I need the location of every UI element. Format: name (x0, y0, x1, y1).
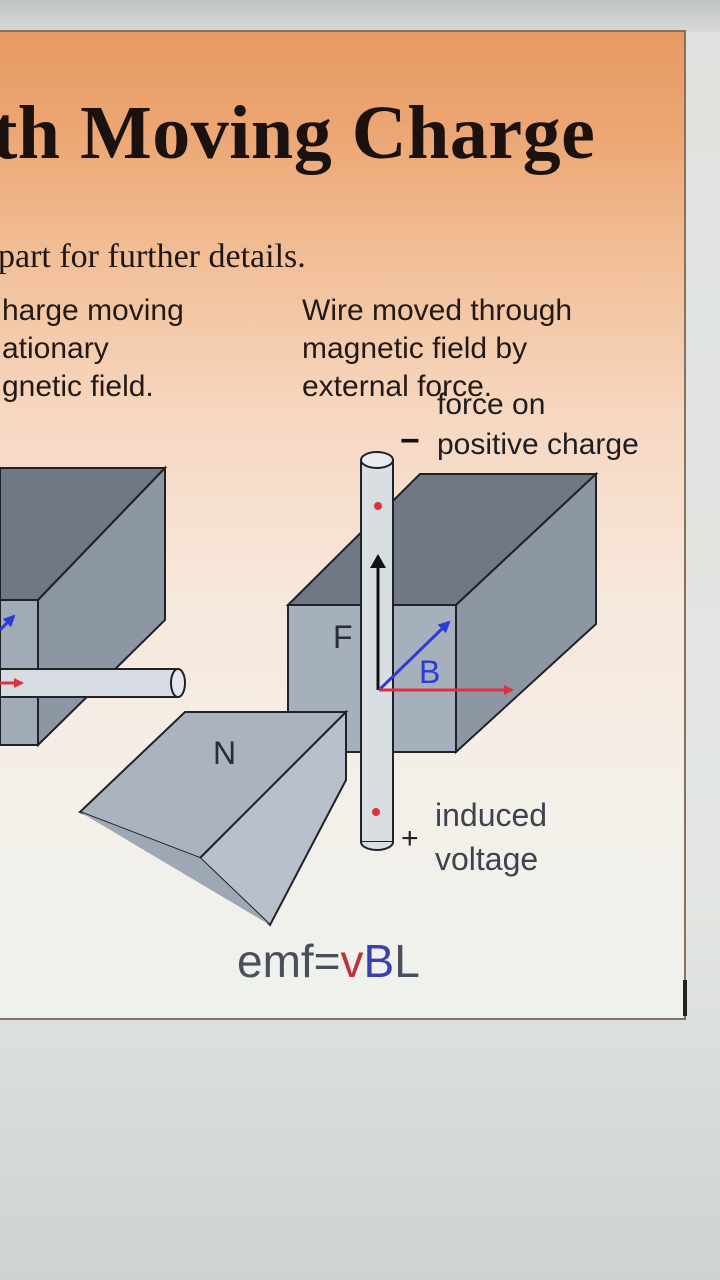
screen-top-edge (0, 0, 720, 32)
plus-sign: + (401, 822, 419, 855)
screen-edge-mark (683, 980, 687, 1016)
label-F: F (333, 619, 353, 655)
emf-L: L (394, 935, 420, 987)
left-wire (0, 668, 186, 698)
slide-subtitle: part for further details. (0, 238, 306, 275)
left-caption-line-3: gnetic field. (2, 370, 154, 403)
left-caption-line-2: ationary (2, 332, 109, 365)
emf-B: B (364, 935, 395, 987)
right-caption-line-3: external force. (302, 370, 493, 403)
induced-label-line-2: voltage (435, 841, 538, 877)
charge-dot-top (374, 502, 382, 510)
force-label-line-2: positive charge (437, 428, 639, 461)
right-caption-line-1: Wire moved through (302, 294, 573, 327)
induced-label-line-1: induced (435, 797, 547, 833)
right-magnet (285, 471, 599, 755)
slide-heading: th Moving Charge (0, 91, 596, 175)
charge-dot-bottom (372, 808, 380, 816)
emf-equation: emf=vBL (237, 935, 420, 987)
right-caption-line-2: magnetic field by (302, 332, 528, 365)
emf-v: v (341, 935, 364, 987)
force-label-line-1: force on (437, 388, 545, 421)
label-N: N (213, 735, 236, 771)
north-pole-magnet (78, 709, 349, 927)
label-B: B (419, 654, 440, 690)
field-arrow (377, 620, 451, 692)
minus-sign: − (400, 422, 420, 460)
emf-prefix: emf= (237, 935, 341, 987)
left-magnet (0, 465, 168, 748)
left-caption-line-1: harge moving (2, 294, 184, 327)
